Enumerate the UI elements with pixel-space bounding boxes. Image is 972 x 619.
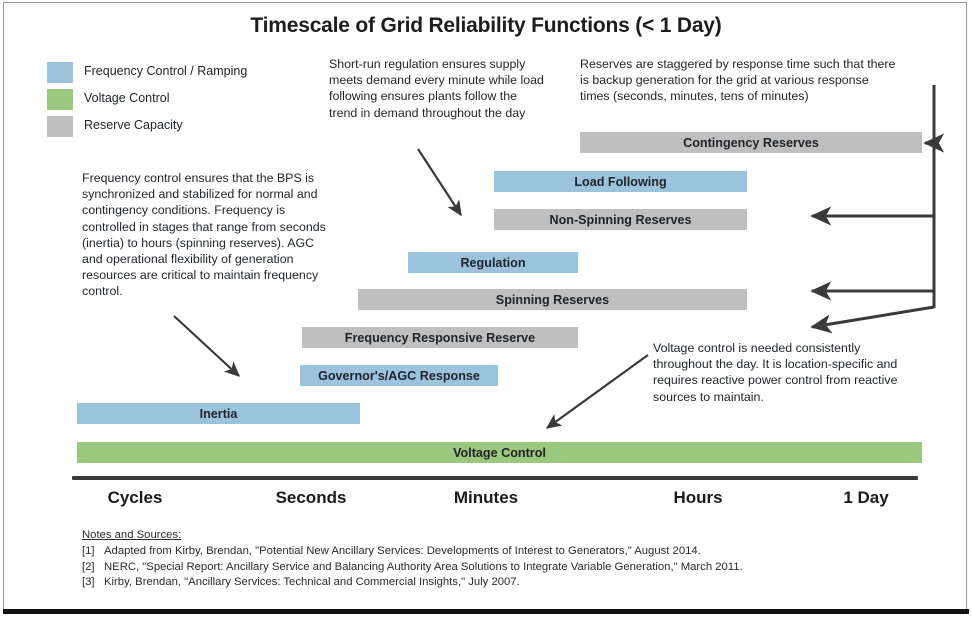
legend-label-reserve-capacity: Reserve Capacity [84, 118, 183, 132]
annotation-reserves-note: Reserves are staggered by response time … [580, 57, 896, 104]
axis-tick-seconds: Seconds [275, 488, 347, 507]
arrow-regulation-note [417, 148, 462, 217]
annotation-voltage-note: Voltage control is needed consistently t… [653, 341, 898, 404]
reserves-bracket-arrow-frequency-responsive [810, 305, 935, 334]
legend-swatch-frequency-control [47, 62, 73, 83]
legend-swatch-voltage-control [47, 89, 73, 110]
source-number-3: [3] [82, 576, 95, 589]
bar-non-spinning-reserves[interactable]: Non-Spinning Reserves [494, 209, 747, 230]
bar-label-non-spinning-reserves: Non-Spinning Reserves [549, 212, 692, 227]
axis-tick-hours: Hours [673, 488, 723, 507]
notes-heading: Notes and Sources: [82, 529, 182, 541]
notes-and-sources: Notes and Sources: [1] Adapted from Kirby… [82, 528, 942, 591]
source-line-3: [3] Kirby, Brendan, "Ancillary Services: … [82, 575, 942, 590]
bar-label-spinning-reserves: Spinning Reserves [495, 292, 610, 307]
source-line-2: [2] NERC, "Special Report: Ancillary Serv… [82, 560, 942, 575]
timeline-axis [72, 476, 918, 480]
bar-governors-agc-response[interactable]: Governor's/AGC Response [300, 365, 498, 386]
bar-contingency-reserves[interactable]: Contingency Reserves [580, 132, 922, 153]
legend-swatch-reserve-capacity [47, 116, 73, 137]
arrow-frequency-note [173, 315, 240, 377]
bar-label-regulation: Regulation [460, 255, 526, 270]
bar-voltage-control[interactable]: Voltage Control [77, 442, 922, 463]
arrow-voltage-note [545, 354, 649, 429]
axis-tick-one-day: 1 Day [843, 488, 889, 507]
bar-label-voltage-control: Voltage Control [453, 445, 546, 460]
bar-label-frequency-responsive-reserve: Frequency Responsive Reserve [344, 330, 536, 345]
annotation-regulation-note: Short-run regulation ensures supply meet… [329, 57, 544, 120]
bar-frequency-responsive-reserve[interactable]: Frequency Responsive Reserve [302, 327, 578, 348]
bar-label-contingency-reserves: Contingency Reserves [683, 135, 819, 150]
annotation-frequency-note: Frequency control ensures that the BPS i… [82, 171, 326, 299]
source-text-3: Kirby, Brendan, "Ancillary Services: Tec… [104, 576, 520, 589]
axis-tick-minutes: Minutes [453, 488, 519, 507]
bar-regulation[interactable]: Regulation [408, 252, 578, 273]
bar-label-governors-agc-response: Governor's/AGC Response [318, 368, 480, 383]
figure-bottom-rule [3, 609, 969, 614]
source-text-1: Adapted from Kirby, Brendan, "Potential … [104, 545, 701, 558]
legend-label-frequency-control: Frequency Control / Ramping [84, 64, 248, 78]
page-title: Timescale of Grid Reliability Functions … [250, 14, 722, 37]
bar-label-inertia: Inertia [199, 406, 238, 421]
source-text-2: NERC, "Special Report: Ancillary Service… [104, 560, 743, 573]
legend-label-voltage-control: Voltage Control [84, 91, 170, 105]
bar-label-load-following: Load Following [574, 174, 667, 189]
source-number-2: [2] [82, 560, 95, 573]
source-number-1: [1] [82, 545, 95, 558]
source-line-1: [1] Adapted from Kirby, Brendan, "Potenti… [82, 544, 942, 559]
axis-tick-cycles: Cycles [107, 488, 163, 507]
bar-spinning-reserves[interactable]: Spinning Reserves [358, 289, 747, 310]
bar-inertia[interactable]: Inertia [77, 403, 360, 424]
bar-load-following[interactable]: Load Following [494, 171, 747, 192]
